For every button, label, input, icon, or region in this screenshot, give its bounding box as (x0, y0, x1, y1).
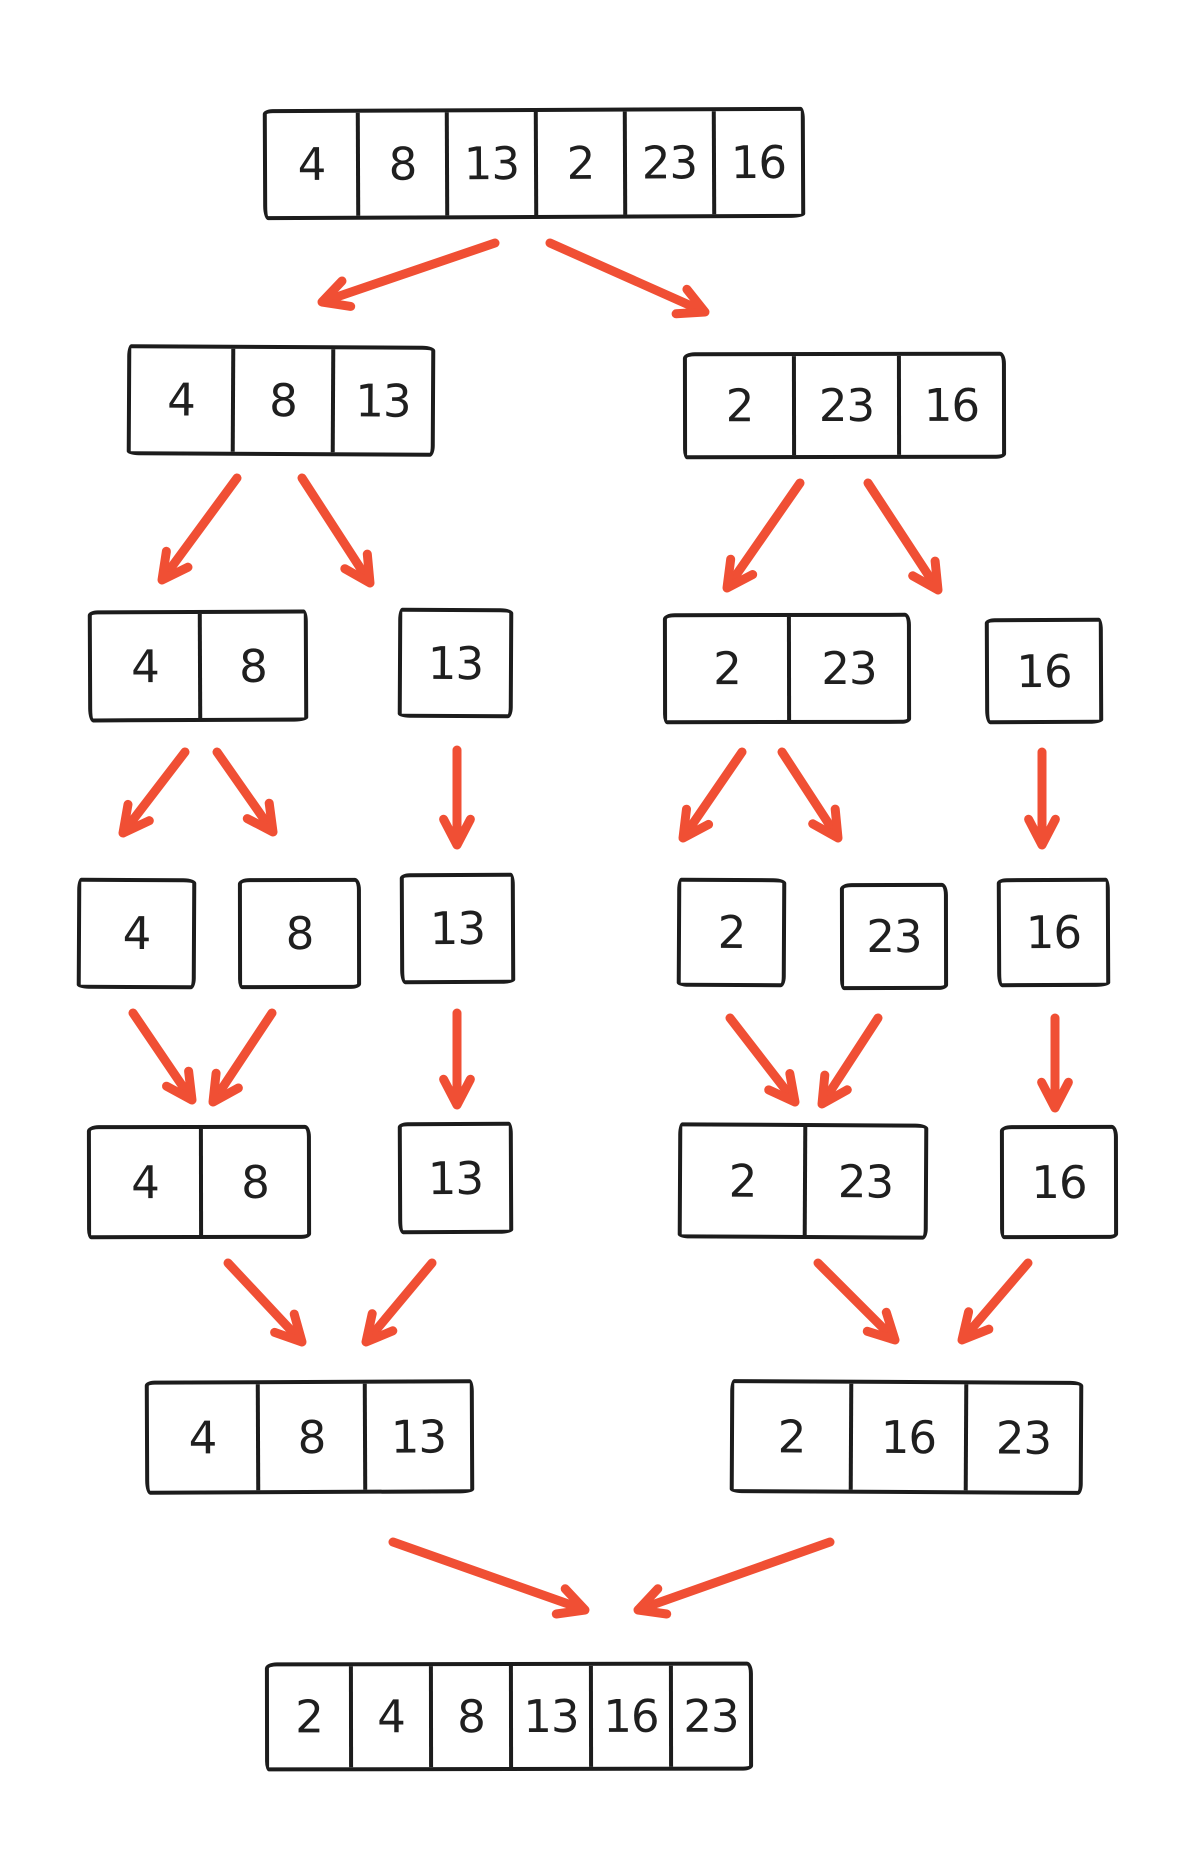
array-cell: 13 (427, 1151, 484, 1205)
array-single-2: 2 (676, 877, 787, 988)
array-cell: 23 (866, 909, 922, 964)
array-single-16-a: 16 (984, 617, 1104, 725)
array-cell: 23 (963, 1384, 1080, 1491)
array-cell: 2 (713, 642, 741, 696)
array-cell: 16 (1025, 905, 1082, 960)
pass-arrow (439, 745, 475, 850)
merge-arrow (223, 1258, 307, 1347)
merge-arrow (388, 1537, 590, 1619)
array-single-8: 8 (237, 877, 362, 990)
pass-arrow (1037, 1013, 1073, 1113)
array-cell: 16 (848, 1383, 965, 1491)
array-cell: 13 (508, 1665, 590, 1767)
array-single-23: 23 (839, 882, 949, 991)
split-arrow (118, 747, 190, 838)
array-merged-2-23: 2 23 (677, 1122, 929, 1240)
array-cell: 8 (198, 1128, 308, 1235)
array-cell: 4 (131, 1155, 159, 1209)
array-cell: 2 (777, 1409, 806, 1463)
split-arrow (297, 473, 375, 588)
split-arrow (317, 238, 500, 311)
array-cell: 8 (230, 348, 332, 453)
array-pair-2-23: 2 23 (662, 612, 912, 725)
array-cell: 8 (428, 1666, 510, 1768)
pass-arrow (439, 1008, 475, 1110)
split-arrow (212, 747, 278, 837)
array-cell: 23 (622, 111, 713, 215)
array-cell: 8 (197, 613, 305, 718)
pass-arrow (1024, 747, 1060, 850)
merge-arrow (633, 1537, 835, 1619)
array-cell: 16 (711, 110, 802, 215)
merge-arrow (813, 1258, 900, 1345)
array-cell: 16 (1031, 1155, 1087, 1209)
array-single-13-b: 13 (399, 872, 516, 985)
array-cell: 13 (330, 349, 432, 453)
array-cell: 2 (725, 379, 754, 433)
split-arrow (777, 747, 843, 843)
array-single-16-b: 16 (996, 877, 1111, 988)
array-cell: 2 (533, 111, 624, 215)
array-cell: 2 (717, 905, 746, 960)
array-cell: 13 (429, 901, 486, 956)
split-arrow (157, 473, 242, 585)
array-single-4: 4 (76, 877, 197, 990)
array-cell: 4 (297, 137, 326, 192)
merge-arrow (128, 1008, 197, 1105)
split-arrow (722, 478, 805, 593)
merge-arrow (208, 1008, 277, 1107)
array-cell: 16 (1016, 644, 1072, 698)
array-cell: 4 (167, 373, 195, 427)
merge-arrow (361, 1258, 437, 1347)
array-cell: 4 (348, 1666, 430, 1768)
array-cell: 4 (188, 1410, 217, 1465)
array-cell: 2 (728, 1154, 757, 1208)
array-cell: 23 (802, 1127, 925, 1236)
array-cell: 2 (295, 1690, 323, 1744)
array-cell: 16 (588, 1665, 670, 1767)
array-cell: 13 (362, 1383, 471, 1490)
split-arrow (863, 478, 943, 595)
array-cell: 13 (427, 636, 484, 690)
array-single-13-a: 13 (397, 607, 514, 719)
array-cell: 4 (122, 906, 151, 961)
split-arrow (545, 238, 710, 319)
merge-arrow (725, 1013, 800, 1107)
array-single-13-c: 13 (397, 1121, 514, 1235)
split-arrow (678, 747, 747, 843)
array-cell: 8 (285, 906, 314, 961)
array-cell: 8 (255, 1383, 364, 1491)
merge-arrow (817, 1013, 883, 1109)
array-single-16-c: 16 (999, 1124, 1119, 1240)
array-cell: 16 (896, 355, 1003, 455)
array-cell: 8 (355, 112, 446, 216)
array-cell: 4 (131, 639, 159, 693)
array-cell: 23 (668, 1665, 750, 1767)
array-cell: 23 (791, 355, 898, 456)
array-cell: 13 (444, 112, 535, 216)
array-cell: 23 (786, 616, 908, 720)
merge-arrow (957, 1258, 1033, 1345)
